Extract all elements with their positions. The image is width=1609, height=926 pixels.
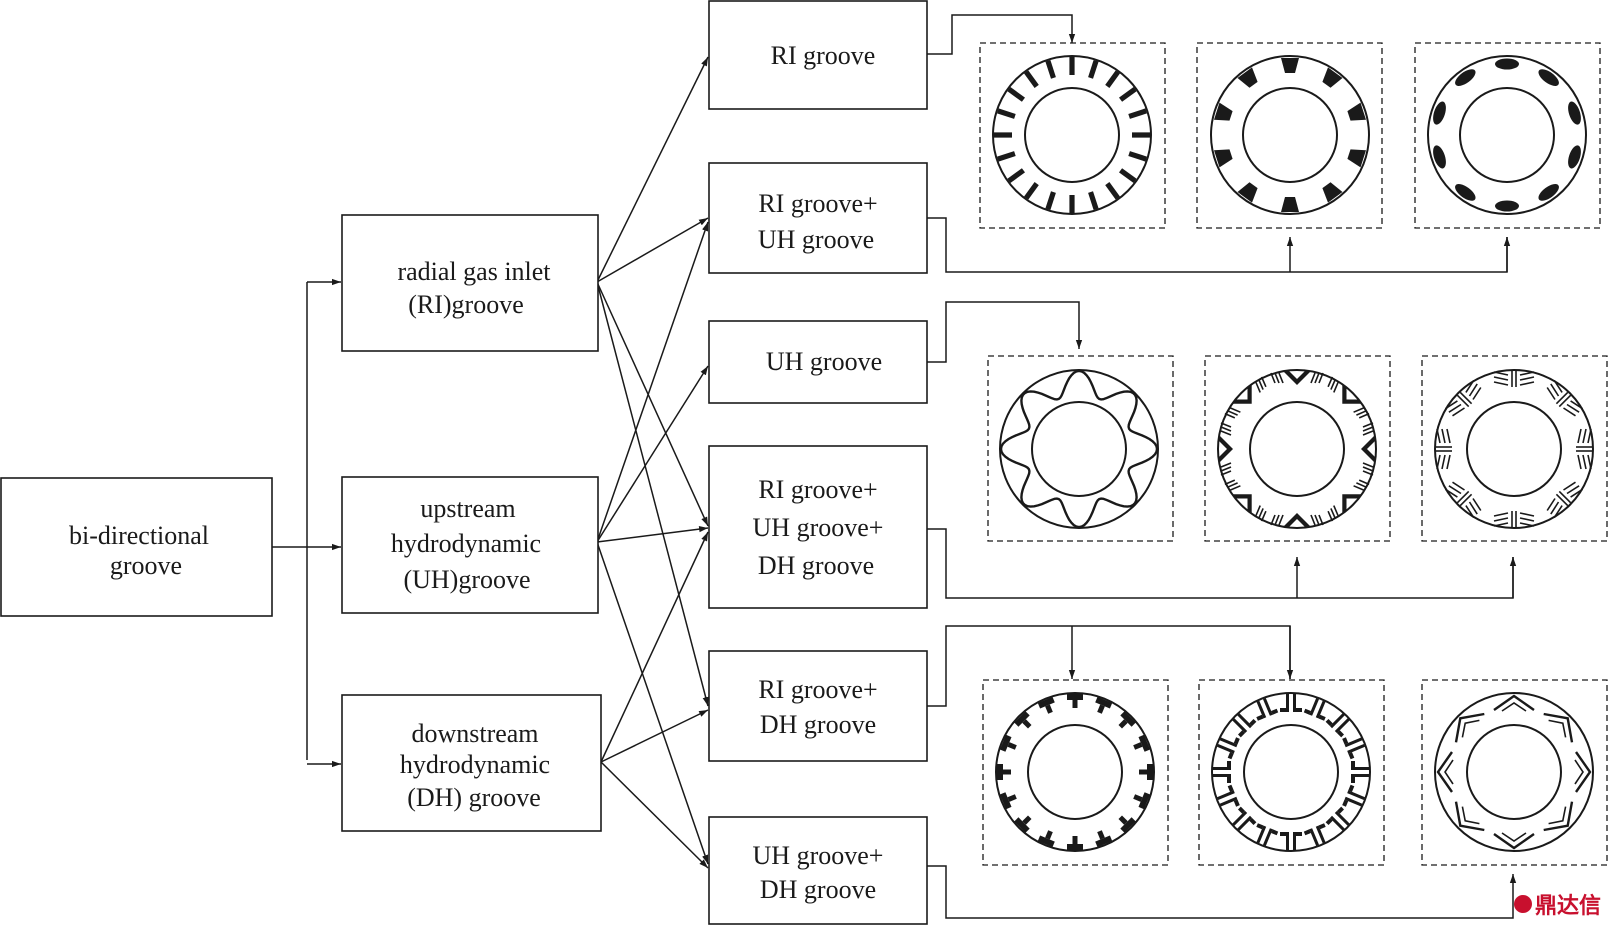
category-ri-box xyxy=(341,214,599,352)
link-uh-riuhdh xyxy=(596,526,709,543)
category-ri-line1: radial gas inlet xyxy=(397,257,551,286)
link-combo-ri-pattern xyxy=(927,14,1076,55)
category-uh-line1: upstream xyxy=(420,494,515,523)
link-ri-riuh xyxy=(596,217,709,283)
category-dh-line1: downstream xyxy=(411,719,538,748)
combo-uh-box xyxy=(708,320,928,404)
link-uh-riuh xyxy=(596,221,709,543)
root-label-line2: groove xyxy=(110,551,182,580)
combo-uh-line1: UH groove xyxy=(766,347,882,376)
category-dh-box xyxy=(341,694,602,832)
pattern-frame-2 xyxy=(1196,42,1383,229)
category-ri-line2: (RI)groove xyxy=(408,290,524,319)
category-dh-line3: (DH) groove xyxy=(407,783,541,812)
seal-ring-pattern-3 xyxy=(1427,55,1587,215)
watermark-text: 鼎达信 xyxy=(1534,894,1601,919)
combo-ri-uh-line2: UH groove xyxy=(758,225,874,254)
link-uh-uh xyxy=(596,365,709,543)
seal-ring-pattern-2 xyxy=(1210,55,1370,215)
combo-ri-uh-dh-box xyxy=(708,445,928,609)
seal-ring-pattern-1 xyxy=(992,55,1152,215)
link-ri-ri xyxy=(596,56,709,283)
pattern-frame-1 xyxy=(979,42,1166,229)
seal-ring-pattern-5 xyxy=(1217,369,1377,529)
pattern-frame-4 xyxy=(987,355,1174,542)
category-uh-line3: (UH)groove xyxy=(403,565,530,594)
link-ri-ridh xyxy=(596,281,709,707)
link-combo-riuhdh-bus xyxy=(927,528,1514,599)
combo-ri-box xyxy=(708,0,928,110)
combo-ri-uh-dh-node: RI groove+ UH groove+ DH groove xyxy=(708,445,928,609)
combo-uh-dh-node: UH groove+ DH groove xyxy=(708,816,928,925)
pattern-frame-5 xyxy=(1204,355,1391,542)
combo-ri-node: RI groove xyxy=(708,0,928,110)
pattern-frames xyxy=(979,42,1608,866)
pattern-frame-6 xyxy=(1421,355,1608,542)
combo-ri-line1: RI groove xyxy=(771,41,876,70)
pattern-frame-9 xyxy=(1421,679,1608,866)
seal-ring-pattern-9 xyxy=(1434,692,1594,852)
watermark-badge-icon xyxy=(1513,895,1532,913)
link-uh-uhdh xyxy=(596,541,709,865)
pattern-frame-7 xyxy=(982,679,1169,866)
link-ri-riuhdh xyxy=(596,281,709,527)
category-dh-line2: hydrodynamic xyxy=(400,750,550,779)
link-combo-uh-pattern xyxy=(927,301,1083,363)
combo-ri-dh-line2: DH groove xyxy=(760,710,876,739)
category-uh-line2: hydrodynamic xyxy=(391,529,541,558)
link-dh-uhdh xyxy=(600,761,709,869)
combo-ri-dh-line1: RI groove+ xyxy=(758,675,877,704)
link-combo-uhdh-pattern xyxy=(927,865,1517,919)
combo-ri-uh-line1: RI groove+ xyxy=(758,189,877,218)
combo-uh-dh-box xyxy=(708,816,928,925)
pattern-frame-3 xyxy=(1414,42,1601,229)
combo-ri-uh-dh-line1: RI groove+ xyxy=(758,475,877,504)
root-label-line1: bi-directional xyxy=(69,521,209,550)
combo-ri-uh-box xyxy=(708,162,928,274)
seal-ring-pattern-4 xyxy=(999,369,1159,529)
seal-ring-pattern-7 xyxy=(995,692,1155,852)
pattern-frame-8 xyxy=(1198,679,1385,866)
combo-ri-uh-node: RI groove+ UH groove xyxy=(708,162,928,274)
category-dh-node: downstream hydrodynamic (DH) groove xyxy=(341,694,602,832)
seal-ring-pattern-6 xyxy=(1434,369,1594,529)
watermark-logo: 鼎达信 xyxy=(1513,888,1601,920)
root-box xyxy=(0,477,273,617)
seal-ring-pattern-8 xyxy=(1211,692,1371,852)
combo-ri-uh-dh-line3: DH groove xyxy=(758,551,874,580)
link-dh-riuhdh xyxy=(600,531,709,763)
combo-uh-node: UH groove xyxy=(708,320,928,404)
link-combo-ridh-bus xyxy=(927,625,1291,707)
combo-ri-uh-dh-line2: UH groove+ xyxy=(753,513,884,542)
category-ri-node: radial gas inlet (RI)groove xyxy=(341,214,599,352)
link-combo-riuh-bus xyxy=(927,217,1508,273)
combo-ri-dh-node: RI groove+ DH groove xyxy=(708,650,928,762)
link-dh-ridh xyxy=(600,709,709,763)
combo-uh-dh-line1: UH groove+ xyxy=(753,841,884,870)
root-node: bi-directional groove xyxy=(0,477,273,617)
category-uh-node: upstream hydrodynamic (UH)groove xyxy=(341,476,599,614)
connectors xyxy=(271,14,1517,919)
category-uh-box xyxy=(341,476,599,614)
combo-ri-dh-box xyxy=(708,650,928,762)
combo-uh-dh-line2: DH groove xyxy=(760,875,876,904)
